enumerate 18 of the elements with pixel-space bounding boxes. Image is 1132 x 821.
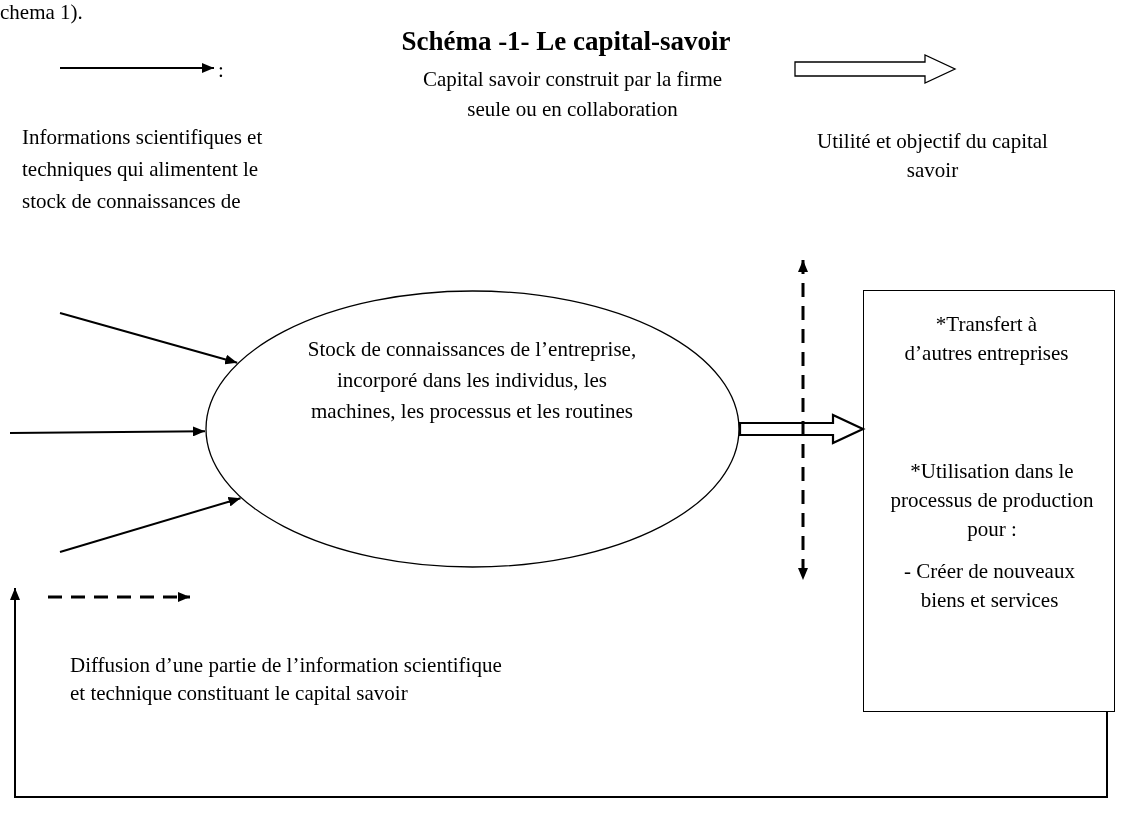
arrow bbox=[59, 312, 239, 365]
outcome-box bbox=[863, 290, 1115, 712]
legend-text: Diffusion d’une partie de l’information scientifique et technique constituant le capital savoir bbox=[70, 652, 503, 707]
hollow-arrow bbox=[738, 413, 866, 445]
note-text: Capital savoir construit par la firme seule ou en collaboration bbox=[421, 66, 724, 123]
arrow bbox=[9, 426, 206, 437]
arrow bbox=[10, 587, 1108, 798]
node-text: *Transfert à d’autres entreprises bbox=[904, 311, 1069, 367]
knowledge-ellipse bbox=[205, 290, 740, 568]
arrow bbox=[59, 496, 242, 553]
legend-text: Utilité et objectif du capital savoir bbox=[816, 128, 1049, 184]
colon-mark: : bbox=[218, 57, 224, 84]
diagram-title: Schéma -1- Le capital-savoir bbox=[400, 26, 732, 57]
legend-text: Informations scientifiques et techniques qui alimentent le stock de connaissances de bbox=[22, 124, 264, 215]
node-text: - Créer de nouveaux biens et services bbox=[903, 558, 1076, 614]
node-text: *Utilisation dans le processus de production pour : bbox=[889, 458, 1095, 543]
node-text: Stock de connaissances de l’entreprise, incorporé dans les individus, les machines, les processus et les routines bbox=[306, 336, 638, 425]
text-fragment: chema 1). bbox=[0, 0, 83, 26]
